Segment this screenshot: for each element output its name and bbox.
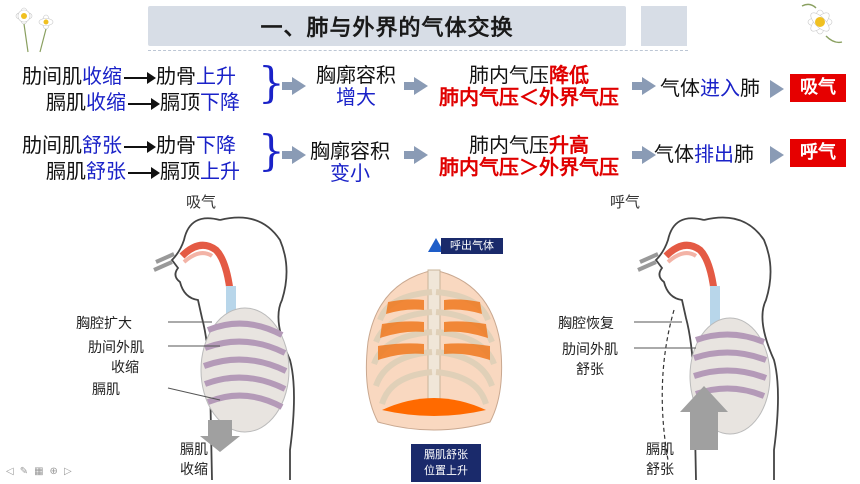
- exhale-rib-state: 下降: [196, 133, 236, 157]
- inhale-diaphragm-state: 收缩: [86, 90, 126, 114]
- inhale-badge: 吸气: [790, 74, 846, 102]
- inhale-air-direction: 进入: [700, 76, 740, 100]
- inhale-callout-bottom: 膈肌 收缩: [180, 440, 208, 480]
- inhale-air: 气体进入肺: [660, 77, 760, 99]
- exhale-volume-change: 变小: [330, 161, 370, 185]
- exhale-callout-bottom-line2: 舒张: [646, 462, 674, 478]
- exhale-line1: 肋间肌舒张 肋骨下降: [22, 134, 236, 156]
- inhale-volume: 胸廓容积 增大: [310, 64, 402, 108]
- title-underline: [148, 50, 688, 51]
- inhale-callout-diaphragm: 膈肌: [92, 382, 120, 398]
- exhale-diaphragm-label: 膈肌: [46, 159, 86, 183]
- exhale-dome-state: 上升: [200, 159, 240, 183]
- inhale-pressure-state: 降低: [549, 63, 589, 87]
- inhale-volume-change: 增大: [336, 85, 376, 109]
- gray-arrow-icon: [632, 77, 656, 95]
- inhale-callout-muscle: 肋间外肌 收缩: [88, 338, 144, 378]
- inhale-muscle-label: 肋间肌: [22, 64, 82, 88]
- title-side-block: [641, 6, 687, 46]
- inhale-callout-bottom-line1: 膈肌: [180, 442, 208, 458]
- zoom-icon[interactable]: ⊕: [49, 466, 58, 477]
- exhale-air-target: 肺: [734, 142, 754, 166]
- exhale-air-direction: 排出: [694, 142, 734, 166]
- exhale-callout-chest: 胸腔恢复: [558, 316, 614, 332]
- inhale-rib-state: 上升: [196, 64, 236, 88]
- exhale-body-illustration: [634, 216, 779, 480]
- gray-arrow-icon: [770, 80, 784, 98]
- slide-nav-controls[interactable]: ◁ ✎ ▦ ⊕ ▷: [6, 466, 72, 477]
- exhale-callout-muscle-line1: 肋间外肌: [562, 342, 618, 358]
- exhale-badge: 呼气: [790, 139, 846, 167]
- exhale-dome-label: 膈顶: [160, 159, 200, 183]
- page-title: 一、肺与外界的气体交换: [260, 16, 514, 41]
- arrow-right-icon: [128, 97, 160, 110]
- exhale-volume-label: 胸廓容积: [310, 139, 390, 163]
- gray-arrow-icon: [404, 77, 428, 95]
- exhale-line2: 膈肌舒张 膈顶上升: [46, 160, 240, 182]
- arrow-right-icon: [124, 140, 156, 153]
- inhale-diaphragm-label: 膈肌: [46, 90, 86, 114]
- gray-arrow-icon: [770, 146, 784, 164]
- inhale-dome-label: 膈顶: [160, 90, 200, 114]
- exhale-figure-caption: 呼气: [610, 193, 641, 211]
- diaphragm-note-line2: 位置上升: [424, 464, 468, 477]
- inhale-line1: 肋间肌收缩 肋骨上升: [22, 65, 236, 87]
- inhale-callout-chest: 胸腔扩大: [76, 316, 132, 332]
- exhale-diaphragm-state: 舒张: [86, 159, 126, 183]
- arrow-right-icon: [128, 166, 160, 179]
- exhale-callout-bottom-line1: 膈肌: [646, 442, 674, 458]
- inhale-muscle-state: 收缩: [82, 64, 122, 88]
- diaphragm-note: 膈肌舒张 位置上升: [411, 444, 481, 482]
- inhale-air-target: 肺: [740, 76, 760, 100]
- inhale-callout-bottom-line2: 收缩: [180, 462, 208, 478]
- exhale-muscle-label: 肋间肌: [22, 133, 82, 157]
- pen-icon[interactable]: ✎: [19, 466, 29, 477]
- grid-icon[interactable]: ▦: [34, 466, 44, 477]
- exhaled-air-label: 呼出气体: [441, 238, 503, 254]
- inhale-body-illustration: [153, 216, 295, 480]
- next-slide-icon[interactable]: ▷: [63, 466, 72, 477]
- inhale-figure-caption: 吸气: [186, 193, 217, 211]
- inhale-callout-muscle-line1: 肋间外肌: [88, 340, 144, 356]
- inhale-pressure: 肺内气压降低 肺内气压＜外界气压: [430, 64, 628, 108]
- exhale-rib-label: 肋骨: [156, 133, 196, 157]
- arrow-up-icon: [428, 238, 444, 252]
- daisy-decoration-right: [801, 3, 843, 44]
- diaphragm-note-line1: 膈肌舒张: [424, 448, 468, 461]
- exhale-pressure: 肺内气压升高 肺内气压＞外界气压: [430, 134, 628, 178]
- inhale-pressure-compare: 肺内气压＜外界气压: [439, 85, 619, 109]
- title-bar: 一、肺与外界的气体交换: [148, 6, 626, 46]
- exhale-air-label: 气体: [654, 142, 694, 166]
- inhale-brace-icon: }: [258, 58, 285, 107]
- arrow-right-icon: [124, 71, 156, 84]
- inhale-line2: 膈肌收缩 膈顶下降: [46, 91, 240, 113]
- inhale-callout-muscle-line2: 收缩: [111, 360, 139, 376]
- exhale-callout-bottom: 膈肌 舒张: [646, 440, 674, 480]
- exhale-pressure-label: 肺内气压: [469, 133, 549, 157]
- gray-arrow-icon: [282, 77, 306, 95]
- exhale-muscle-state: 舒张: [82, 133, 122, 157]
- exhale-brace-icon: }: [258, 126, 285, 175]
- gray-arrow-icon: [404, 146, 428, 164]
- inhale-volume-label: 胸廓容积: [316, 63, 396, 87]
- gray-arrow-icon: [282, 146, 306, 164]
- daisy-decoration-left: [15, 7, 54, 53]
- inhale-pressure-label: 肺内气压: [469, 63, 549, 87]
- gray-arrow-icon: [632, 146, 656, 164]
- exhale-callout-muscle-line2: 舒张: [576, 362, 604, 378]
- inhale-dome-state: 下降: [200, 90, 240, 114]
- prev-slide-icon[interactable]: ◁: [6, 466, 14, 477]
- exhale-air: 气体排出肺: [654, 143, 754, 165]
- ribcage-illustration: [365, 269, 503, 431]
- exhale-pressure-state: 升高: [549, 133, 589, 157]
- exhale-volume: 胸廓容积 变小: [304, 140, 396, 184]
- inhale-rib-label: 肋骨: [156, 64, 196, 88]
- inhale-air-label: 气体: [660, 76, 700, 100]
- exhale-pressure-compare: 肺内气压＞外界气压: [439, 155, 619, 179]
- exhale-callout-muscle: 肋间外肌 舒张: [562, 340, 618, 380]
